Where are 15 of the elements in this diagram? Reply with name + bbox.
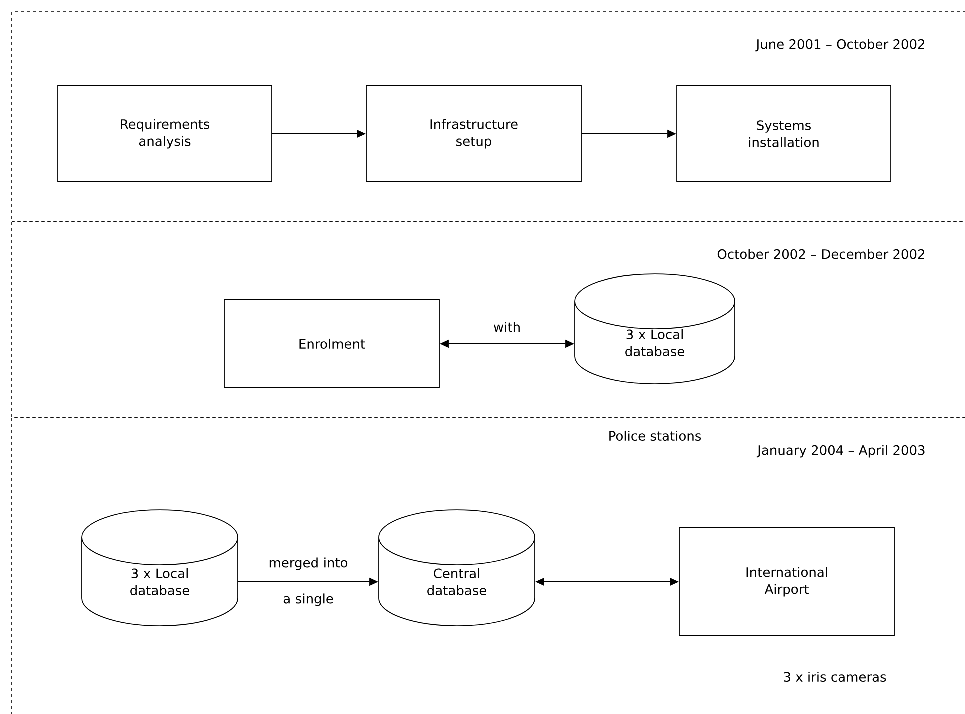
date-range: October 2002 – December 2002 xyxy=(718,249,924,260)
date-range: June 2001 – October 2002 xyxy=(756,39,924,52)
node-label: Police stations xyxy=(610,430,702,442)
process-box: Infrastructure setup xyxy=(366,86,582,182)
node-label: 3 x iris cameras xyxy=(784,672,886,682)
database-cylinder: 3 x Local database xyxy=(574,274,736,384)
database-cylinder: 3 x Local database xyxy=(82,510,238,626)
process-box: Enrolment xyxy=(224,300,440,388)
process-box: Systems installation xyxy=(676,86,892,182)
process-box: International Airport xyxy=(679,528,895,636)
date-range: January 2004 – April 2003 xyxy=(756,445,925,458)
database-cylinder: Central database xyxy=(378,510,536,626)
edge-label: merged into a single xyxy=(270,558,348,606)
process-box: Requirements analysis xyxy=(58,86,272,182)
edge-label: with xyxy=(494,322,520,332)
